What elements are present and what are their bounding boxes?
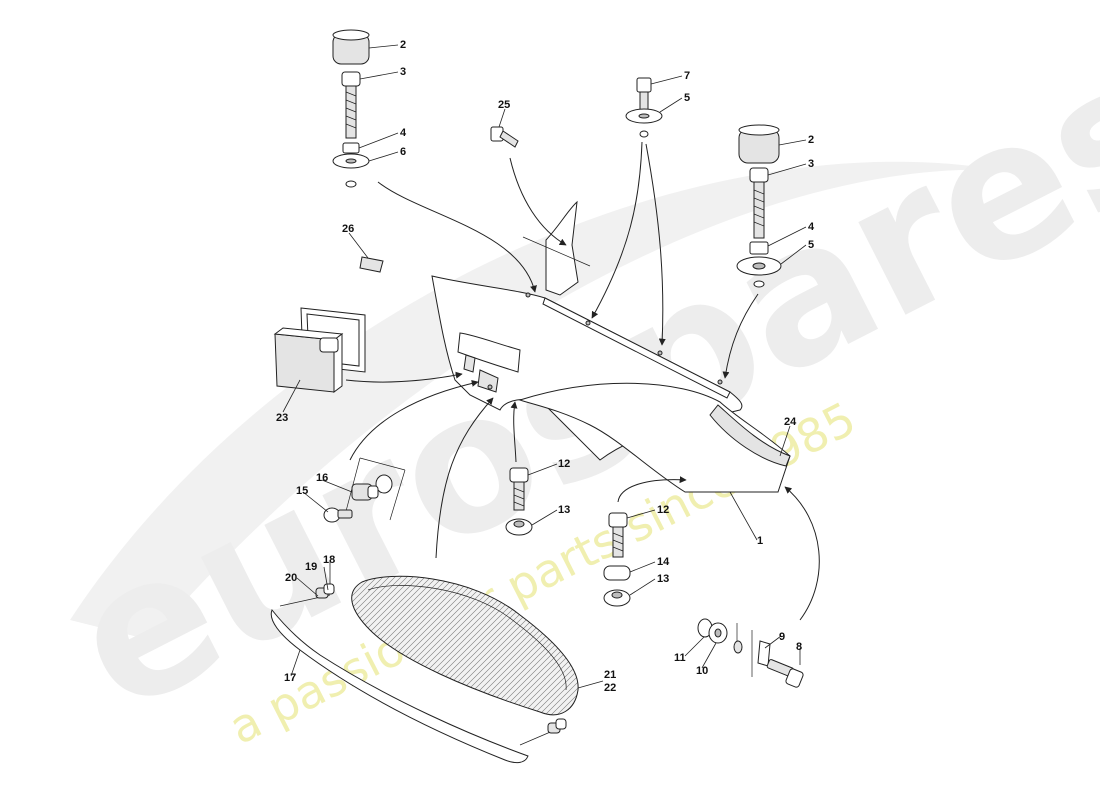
callout-13-lower: 13 <box>657 573 669 585</box>
screw-25 <box>490 126 519 148</box>
callout-21: 21 <box>604 669 616 681</box>
callout-19: 19 <box>305 561 317 573</box>
callout-4-left: 4 <box>400 127 407 139</box>
callout-4-right: 4 <box>808 221 815 233</box>
callouts: 1 2 2 3 3 4 4 5 5 6 7 8 9 10 11 12 12 13… <box>276 39 815 694</box>
bolt-12-spacer-14-nut-13-lower <box>603 512 631 607</box>
callout-18: 18 <box>323 554 335 566</box>
bolt-12-nut-13-upper <box>505 467 533 536</box>
wing-bracket <box>522 200 591 296</box>
callout-2-left: 2 <box>400 39 406 51</box>
trim-strip-17 <box>270 583 567 764</box>
callout-3-left: 3 <box>400 66 406 78</box>
callout-20: 20 <box>285 572 297 584</box>
callout-9: 9 <box>779 631 785 643</box>
callout-2-right: 2 <box>808 134 814 146</box>
callout-3-right: 3 <box>808 158 814 170</box>
callout-6: 6 <box>400 146 406 158</box>
label-26 <box>359 256 384 273</box>
callout-5-right: 5 <box>808 239 814 251</box>
callout-17: 17 <box>284 672 296 684</box>
callout-25: 25 <box>498 99 510 111</box>
bump-stop-right <box>736 124 782 288</box>
callout-12-lower: 12 <box>657 504 669 516</box>
watermark-swoosh <box>70 161 1000 640</box>
fixing-8-9-10-11 <box>697 618 804 688</box>
callout-16: 16 <box>316 472 328 484</box>
callout-10: 10 <box>696 665 708 677</box>
callout-7: 7 <box>684 70 690 82</box>
callout-13-upper: 13 <box>558 504 570 516</box>
callout-26: 26 <box>342 223 354 235</box>
assembly-arrows <box>345 141 820 621</box>
front-wing-panel <box>431 275 791 493</box>
fastener-15-16 <box>323 457 406 523</box>
callout-15: 15 <box>296 485 308 497</box>
callout-23: 23 <box>276 412 288 424</box>
callout-1: 1 <box>757 535 763 547</box>
callout-5-top: 5 <box>684 92 690 104</box>
bump-stop-left <box>332 29 370 188</box>
callout-22: 22 <box>604 682 616 694</box>
bolt-7-washer-5 <box>625 77 663 138</box>
callout-12-upper: 12 <box>558 458 570 470</box>
callout-8: 8 <box>796 641 802 653</box>
repeater-lamp-23 <box>273 307 366 393</box>
callout-14: 14 <box>657 556 670 568</box>
callout-11: 11 <box>674 652 686 664</box>
leader-lines <box>282 44 807 689</box>
callout-24: 24 <box>784 416 797 428</box>
grille-mesh-21-22 <box>351 575 579 716</box>
